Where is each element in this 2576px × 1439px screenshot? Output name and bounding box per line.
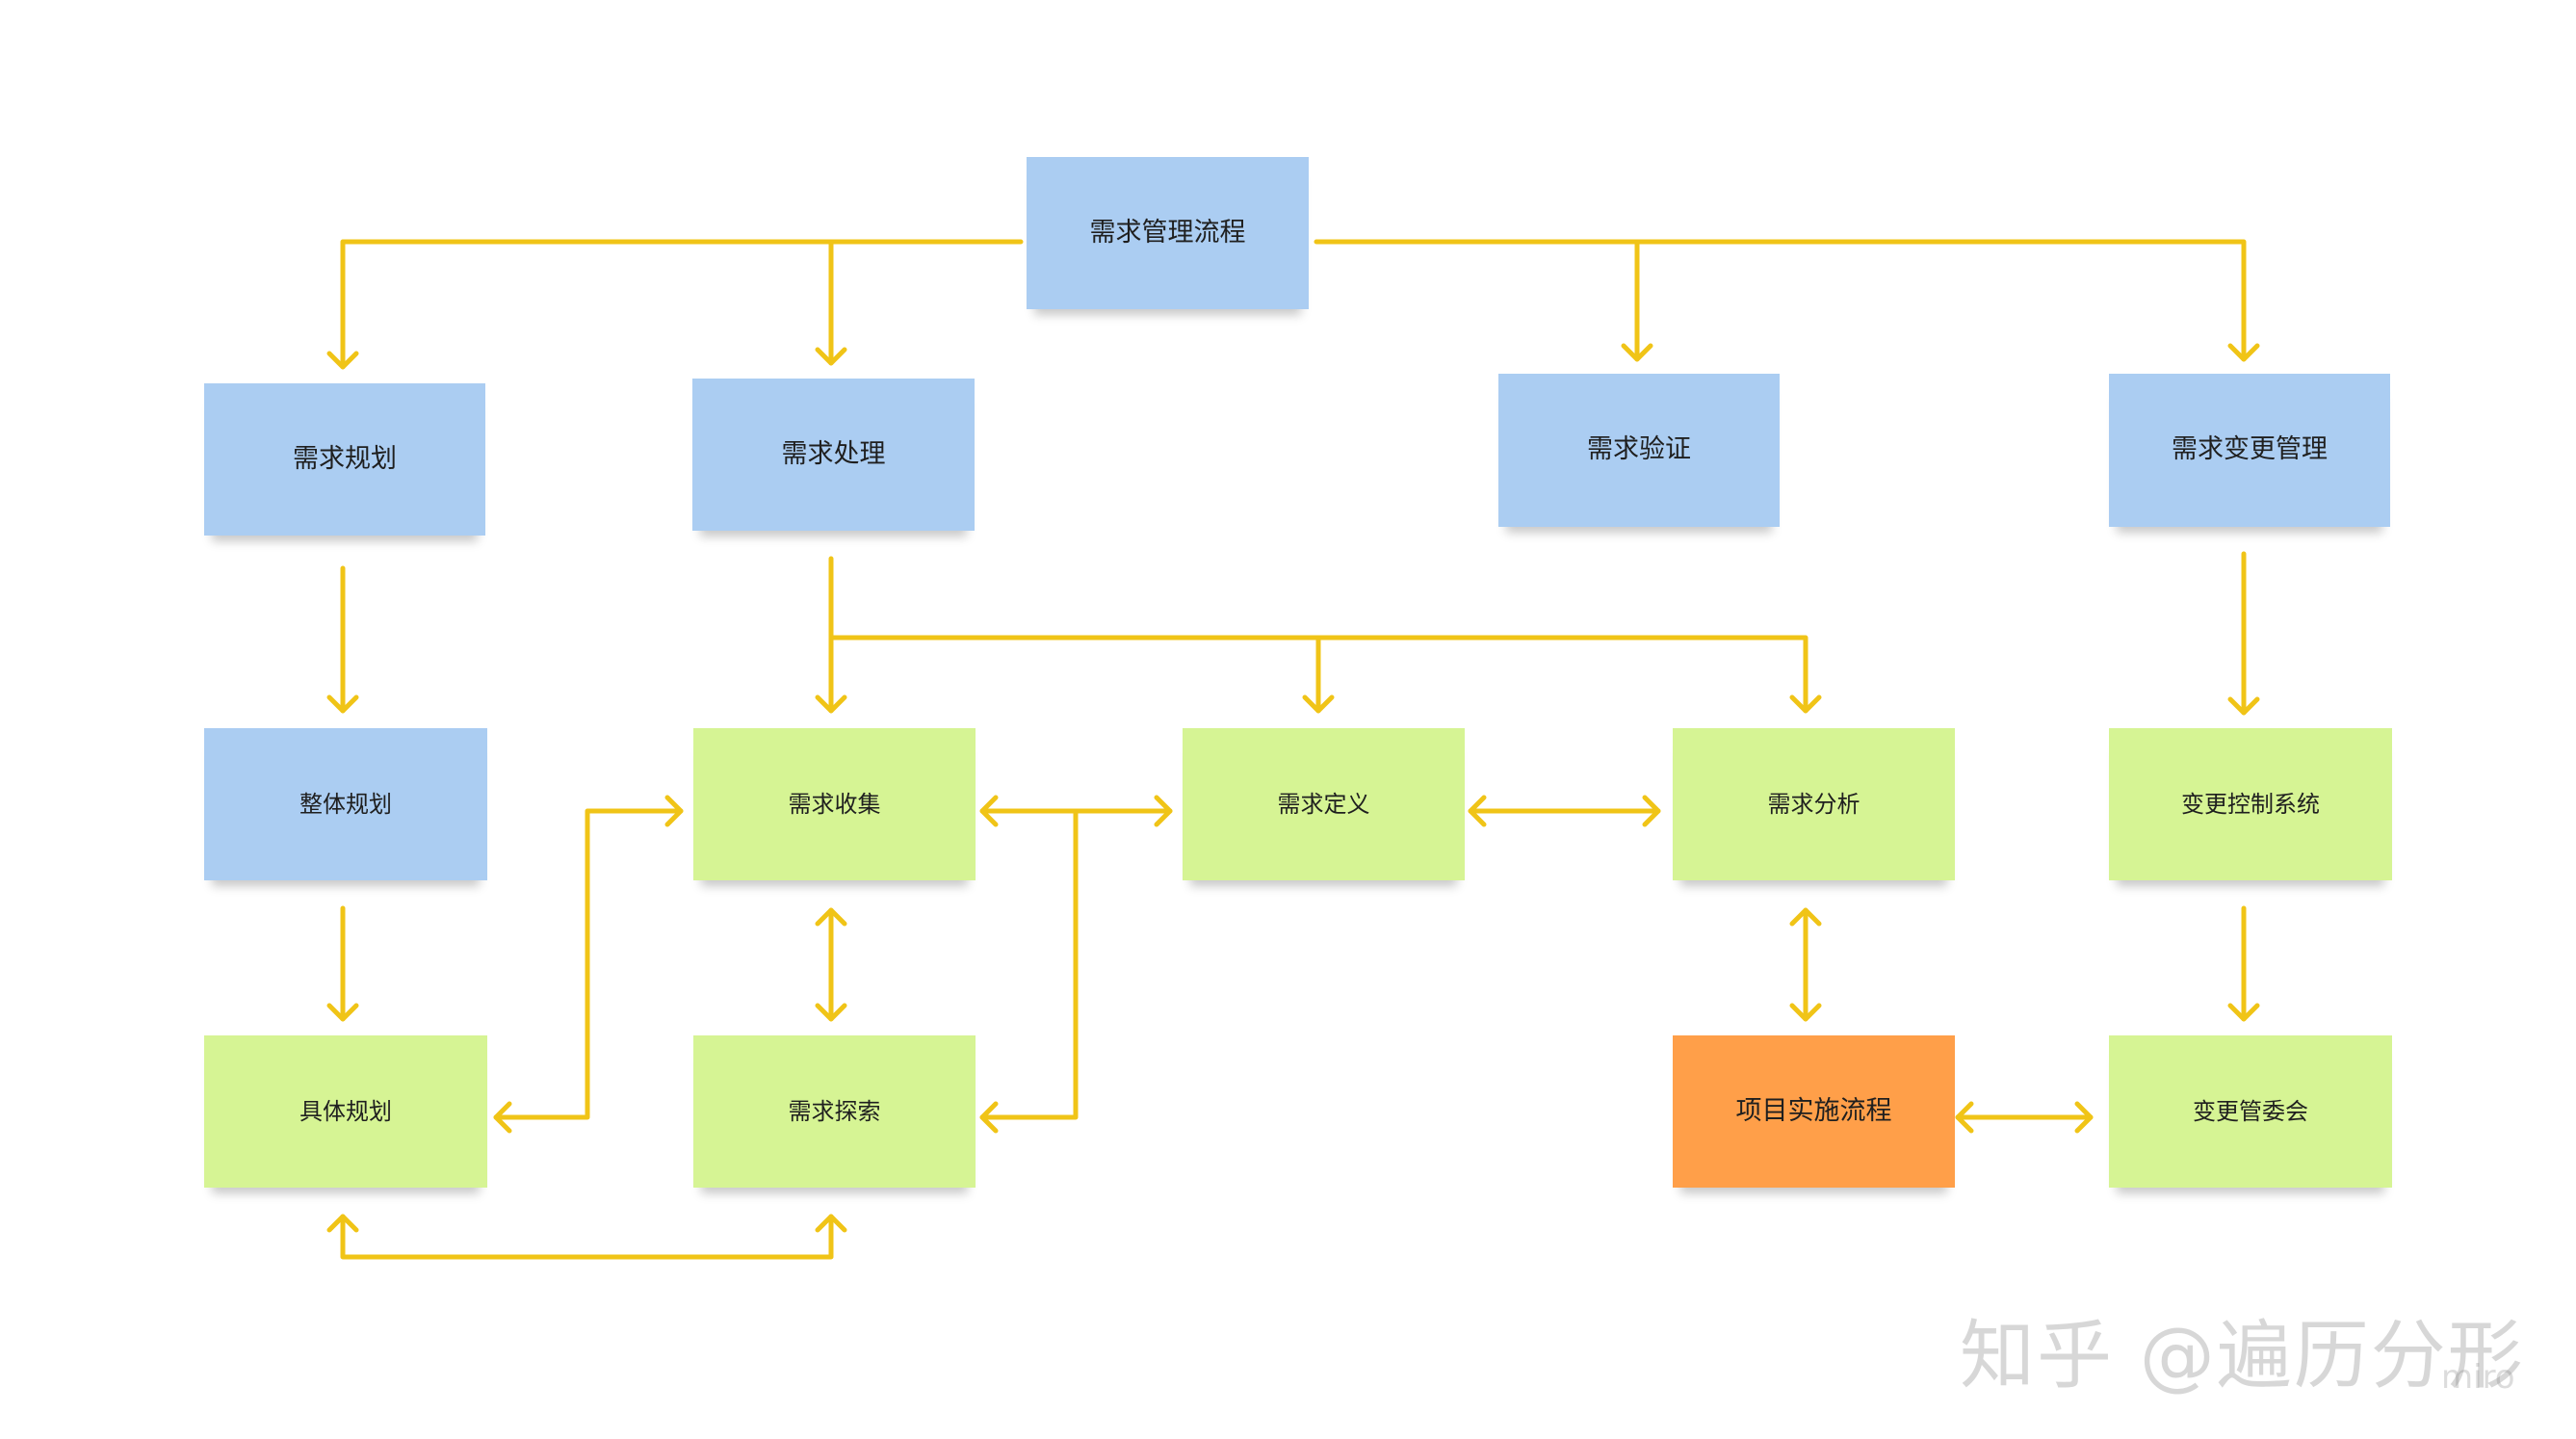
node-requirement-processing-label: 需求处理 <box>781 438 886 469</box>
arrowhead-processing <box>815 347 847 366</box>
arrowhead-project-left <box>1955 1101 1974 1134</box>
connector-processing-analysis <box>828 635 1808 714</box>
connector-detailed-exploration <box>340 1214 834 1260</box>
arrowhead-change <box>2227 343 2260 362</box>
arrowhead-overall <box>326 694 359 714</box>
node-project-implementation[interactable]: 项目实施流程 <box>1673 1035 1955 1188</box>
arrowhead-exploration-up <box>815 1214 847 1233</box>
arrowhead-exploration-left <box>979 1101 999 1134</box>
node-change-board[interactable]: 变更管委会 <box>2109 1035 2392 1188</box>
watermark-text: 知乎 @遍历分形 <box>1960 1313 2525 1400</box>
node-detailed-planning[interactable]: 具体规划 <box>204 1035 487 1188</box>
connector-to-exploration <box>979 808 1079 1120</box>
node-overall-planning-label: 整体规划 <box>299 790 392 818</box>
node-project-implementation-label: 项目实施流程 <box>1735 1095 1892 1126</box>
node-root[interactable]: 需求管理流程 <box>1027 157 1309 309</box>
arrowhead-definition-right <box>1154 795 1173 827</box>
arrowhead-analysis <box>1789 694 1822 714</box>
node-change-board-label: 变更管委会 <box>2193 1097 2308 1125</box>
arrowhead-analysis-up <box>1789 907 1822 927</box>
arrowhead-analysis-right <box>1642 795 1661 827</box>
arrowhead-exploration-down <box>815 1003 847 1022</box>
node-change-management[interactable]: 需求变更管理 <box>2109 374 2390 527</box>
node-overall-planning[interactable]: 整体规划 <box>204 728 487 880</box>
node-requirement-verification-label: 需求验证 <box>1587 434 1691 465</box>
arrowhead-detailed-up <box>326 1214 359 1233</box>
arrowhead-collection-right <box>664 795 684 827</box>
connector-detailed-collection <box>493 808 684 1120</box>
node-detailed-planning-label: 具体规划 <box>299 1097 392 1125</box>
node-requirement-analysis[interactable]: 需求分析 <box>1673 728 1955 880</box>
arrowhead-detailed <box>326 1003 359 1022</box>
node-requirement-analysis-label: 需求分析 <box>1767 790 1860 818</box>
arrowhead-board-right <box>2074 1101 2094 1134</box>
arrowhead-planning <box>326 351 359 370</box>
node-requirement-exploration[interactable]: 需求探索 <box>693 1035 976 1188</box>
arrowhead-project-down <box>1789 1003 1822 1022</box>
brand-logo: miro <box>2441 1358 2515 1397</box>
node-requirement-definition[interactable]: 需求定义 <box>1183 728 1465 880</box>
connector-root-change <box>1314 239 2247 362</box>
node-requirement-planning[interactable]: 需求规划 <box>204 383 485 536</box>
arrowhead-detailed-left <box>493 1101 512 1134</box>
arrowhead-definition <box>1302 694 1335 714</box>
node-requirement-collection[interactable]: 需求收集 <box>693 728 976 880</box>
arrowhead-control <box>2227 696 2260 716</box>
node-requirement-planning-label: 需求规划 <box>293 443 397 474</box>
node-requirement-collection-label: 需求收集 <box>788 790 881 818</box>
connector-root-planning <box>340 239 1024 370</box>
arrowhead-board <box>2227 1003 2260 1022</box>
node-requirement-exploration-label: 需求探索 <box>788 1097 881 1125</box>
arrowhead-collection-left <box>979 795 999 827</box>
node-requirement-verification[interactable]: 需求验证 <box>1498 374 1780 527</box>
arrowhead-verification <box>1621 343 1653 362</box>
node-root-label: 需求管理流程 <box>1089 217 1246 248</box>
arrowhead-collection <box>815 694 847 714</box>
node-change-management-label: 需求变更管理 <box>2172 434 2328 465</box>
node-requirement-definition-label: 需求定义 <box>1277 790 1370 818</box>
arrowhead-collection-up <box>815 907 847 927</box>
node-requirement-processing[interactable]: 需求处理 <box>692 379 975 531</box>
node-change-control-system-label: 变更控制系统 <box>2181 790 2320 818</box>
node-change-control-system[interactable]: 变更控制系统 <box>2109 728 2392 880</box>
arrowhead-definition-left <box>1468 795 1487 827</box>
